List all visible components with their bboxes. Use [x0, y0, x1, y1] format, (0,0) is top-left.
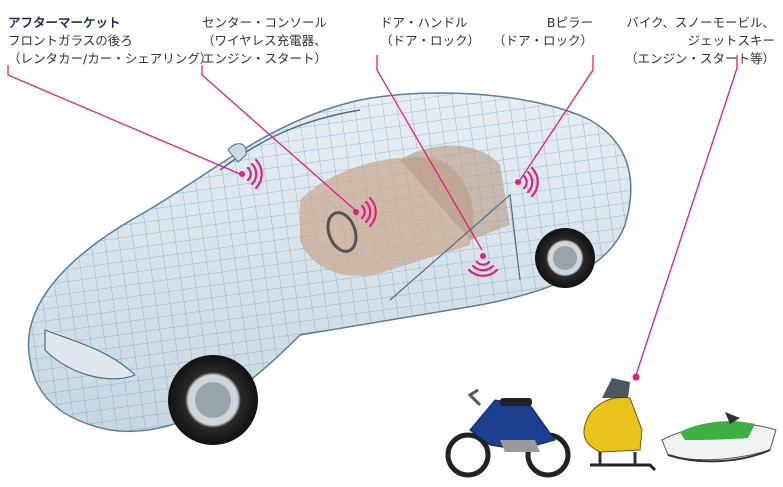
- label-aftermarket-line2: （レンタカー/カー・シェアリング）: [8, 51, 213, 66]
- steering-wheel: [326, 211, 358, 253]
- label-vehicles-line1: バイク、スノーモービル、: [626, 15, 775, 30]
- label-door-handle-line1: ドア・ハンドル: [380, 15, 468, 30]
- label-vehicles-line2: ジェットスキー: [687, 33, 775, 48]
- callout-dot-vehicles: [632, 373, 640, 381]
- signal-wave-icon: [515, 166, 539, 198]
- signal-wave-icon: [467, 253, 499, 277]
- headlight: [44, 329, 137, 380]
- signal-wave-icon: [239, 158, 263, 190]
- label-door-handle-line2: （ドア・ロック）: [380, 33, 481, 48]
- label-b-pillar-line2: （ドア・ロック）: [492, 33, 593, 48]
- label-aftermarket: アフターマーケット フロントガラスの後ろ （レンタカー/カー・シェアリング）: [8, 14, 212, 68]
- motorcycle: [445, 388, 571, 478]
- signal-wave-icon: [353, 196, 377, 228]
- label-center-console: センター・コンソール （ワイヤレス充電器、 エンジン・スタート）: [202, 14, 327, 68]
- callout-lines: [7, 55, 738, 376]
- rear-seat: [400, 145, 510, 240]
- callout-line-aftermarket: [7, 65, 241, 175]
- callout-line-vehicles: [635, 55, 738, 376]
- jet-ski: [661, 412, 777, 463]
- snowmobile: [583, 378, 657, 472]
- wireframe-car: [27, 92, 632, 445]
- label-aftermarket-title: アフターマーケット: [8, 15, 121, 30]
- callout-line-door-handle: [376, 55, 483, 251]
- callout-line-center-console: [201, 65, 356, 211]
- label-center-console-line3: エンジン・スタート）: [202, 51, 328, 66]
- label-b-pillar-line1: Bピラー: [546, 15, 593, 30]
- label-aftermarket-line1: フロントガラスの後ろ: [8, 33, 133, 48]
- label-center-console-line1: センター・コンソール: [202, 15, 328, 30]
- label-center-console-line2: （ワイヤレス充電器、: [202, 33, 327, 48]
- label-b-pillar: Bピラー （ドア・ロック）: [493, 14, 593, 50]
- label-vehicles: バイク、スノーモービル、 ジェットスキー （エンジン・スタート等）: [625, 14, 775, 68]
- label-vehicles-line3: （エンジン・スタート等）: [624, 51, 775, 66]
- callout-line-b-pillar: [519, 55, 594, 181]
- label-door-handle: ドア・ハンドル （ドア・ロック）: [380, 14, 480, 50]
